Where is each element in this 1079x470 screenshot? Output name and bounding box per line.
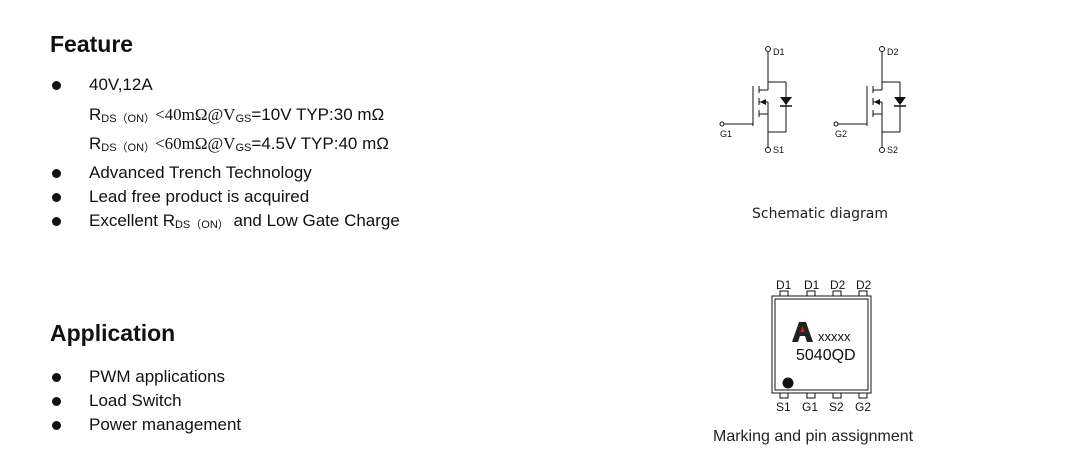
mosfet-2-symbol [833, 46, 901, 153]
application-list: PWM applications Load Switch Power manag… [52, 365, 241, 437]
schematic-diagram: D1 D2 G1 G2 S1 S2 [719, 46, 906, 155]
list-item: PWM applications [52, 365, 241, 389]
list-item: 40V,12A [52, 73, 153, 97]
bullet-dot-icon [52, 169, 61, 178]
diode-1-icon [780, 97, 792, 105]
list-item: Excellent RDS（ON） and Low Gate Charge [52, 209, 400, 233]
bullet-dot-icon [52, 397, 61, 406]
mosfet-1-arrow-icon [760, 99, 766, 105]
mosfet-2-arrow-icon [874, 99, 880, 105]
list-item: Load Switch [52, 389, 241, 413]
bottom-pin-3: S2 [829, 400, 844, 414]
bullet-dot-icon [52, 193, 61, 202]
top-pin-4: D2 [856, 278, 872, 292]
bullet-dot-icon [52, 81, 61, 90]
bottom-pin-1: S1 [776, 400, 791, 414]
top-pin-1: D1 [776, 278, 792, 292]
pin1-marker-dot [782, 377, 794, 389]
label-g1: G1 [720, 129, 732, 139]
rds-line-1: RDS（ON）<40mΩ@VGS=10V TYP:30 mΩ [89, 105, 385, 125]
label-g2: G2 [835, 129, 847, 139]
top-pin-2: D1 [804, 278, 820, 292]
top-pin-3: D2 [830, 278, 846, 292]
schematic-caption: Schematic diagram [752, 206, 889, 222]
diode-2-icon [894, 97, 906, 105]
label-s2: S2 [887, 145, 898, 155]
rds-line-2: RDS（ON）<60mΩ@VGS=4.5V TYP:40 mΩ [89, 134, 389, 154]
application-heading: Application [50, 320, 176, 346]
feature-heading: Feature [50, 31, 134, 57]
list-item: Power management [52, 413, 241, 437]
marking-caption: Marking and pin assignment [713, 428, 914, 445]
bottom-pin-2: G1 [802, 400, 818, 414]
bullet-dot-icon [52, 217, 61, 226]
list-item: Lead free product is acquired [52, 185, 400, 209]
lot-code: xxxxx [818, 329, 851, 344]
label-d2: D2 [887, 47, 899, 57]
feature-list: 40V,12A [52, 73, 153, 97]
package-marking-diagram: D1 D1 D2 D2 xxxxx 5040QD S1 G1 S2 G2 [771, 278, 872, 414]
label-d1: D1 [773, 47, 785, 57]
feature-list-continued: Advanced Trench Technology Lead free pro… [52, 161, 400, 233]
package-body [771, 295, 872, 394]
bullet-dot-icon [52, 373, 61, 382]
bottom-pin-4: G2 [855, 400, 871, 414]
label-s1: S1 [773, 145, 784, 155]
part-number: 5040QD [796, 347, 856, 364]
list-item: Advanced Trench Technology [52, 161, 400, 185]
mosfet-1-symbol [719, 46, 787, 153]
bullet-dot-icon [52, 421, 61, 430]
